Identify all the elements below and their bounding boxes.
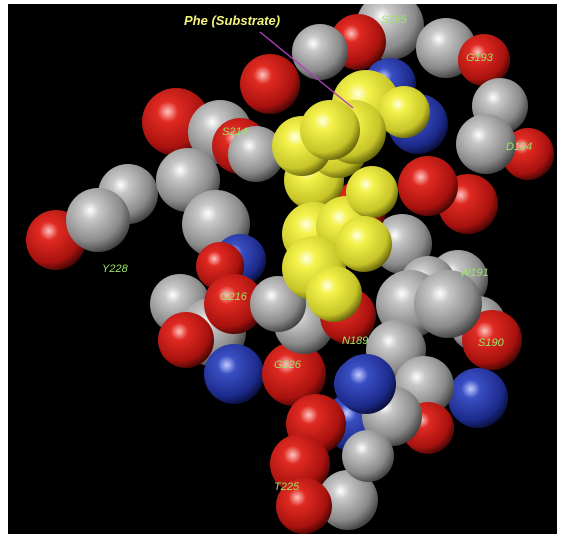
atom-sphere-29	[262, 342, 326, 406]
molecule-render: Phe (Substrate) S195G193S214D194Y228G216…	[26, 4, 554, 534]
atom-spheres	[26, 4, 554, 534]
residue-label-g193: G193	[466, 52, 494, 64]
atom-sphere-5	[240, 54, 300, 114]
residue-label-g216: G216	[220, 291, 248, 303]
atom-sphere-35	[462, 310, 522, 370]
residue-label-t225: T225	[274, 481, 300, 493]
atom-sphere-4	[458, 34, 510, 86]
residue-label-g226: G226	[274, 359, 302, 371]
atom-sphere-32	[158, 312, 214, 368]
residue-label-s195: S195	[381, 14, 408, 26]
atom-sphere-28	[204, 344, 264, 404]
residue-label-d194: D194	[506, 141, 532, 153]
substrate-title: Phe (Substrate)	[184, 13, 280, 28]
atom-sphere-56	[378, 86, 430, 138]
atom-sphere-63	[336, 216, 392, 272]
atom-sphere-27	[204, 274, 264, 334]
residue-label-s214: S214	[222, 126, 248, 138]
residue-label-w191: W191	[460, 267, 489, 279]
atom-sphere-65	[300, 100, 360, 160]
atom-sphere-39	[414, 270, 482, 338]
atom-sphere-13	[66, 188, 130, 252]
residue-label-y228: Y228	[102, 263, 129, 275]
atom-sphere-36	[448, 368, 508, 428]
atom-sphere-2	[292, 24, 348, 80]
substrate-pointer-line	[259, 31, 354, 109]
atom-sphere-10	[456, 114, 516, 174]
atom-sphere-47	[270, 434, 330, 494]
atom-sphere-66	[336, 354, 396, 414]
atom-sphere-48	[318, 470, 378, 530]
atom-sphere-62	[346, 166, 398, 218]
atom-sphere-49	[342, 430, 394, 482]
atom-sphere-22	[228, 126, 284, 182]
atom-sphere-17	[398, 156, 458, 216]
atom-sphere-50	[276, 478, 332, 534]
residue-label-n189: N189	[342, 335, 368, 347]
atom-sphere-60	[306, 266, 362, 322]
residue-label-s190: S190	[478, 337, 505, 349]
